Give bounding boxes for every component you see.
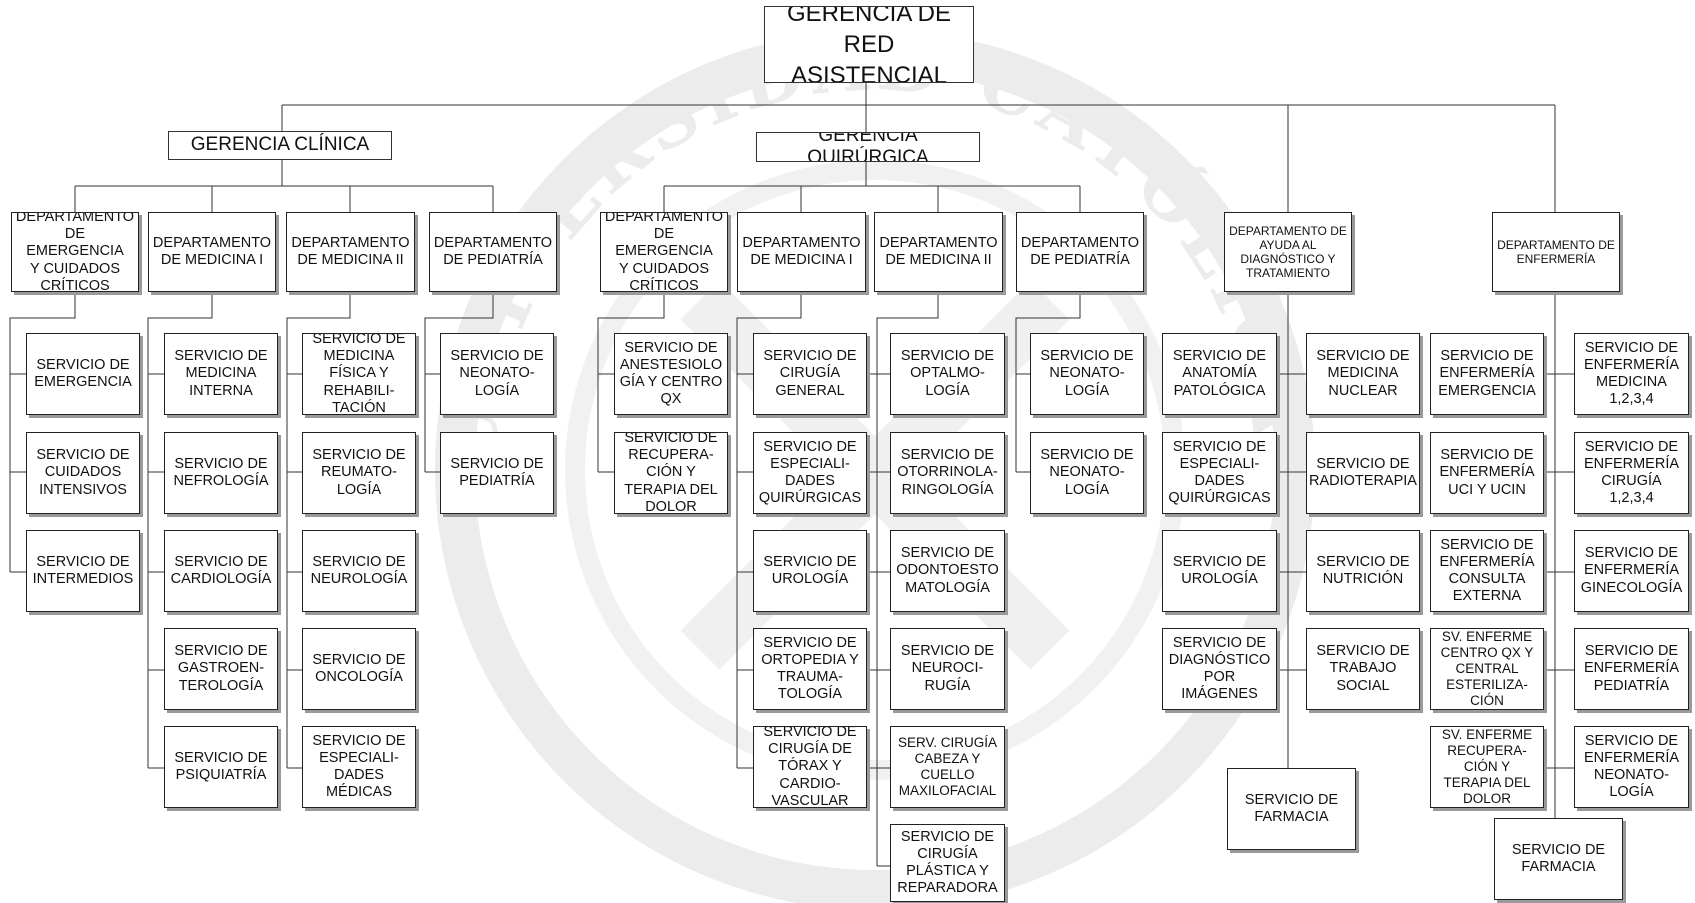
quirurgica-service-ortopedia: SERVICIO DE ORTOPEDIA Y TRAUMA- TOLOGÍA <box>753 628 867 710</box>
gerencia-red-asistencial: GERENCIA DE RED ASISTENCIAL <box>764 6 974 83</box>
enfermeria-service-medicina: SERVICIO DE ENFERMERÍA MEDICINA 1,2,3,4 <box>1574 333 1689 415</box>
enfermeria-service-ginecologia: SERVICIO DE ENFERMERÍA GINECOLOGÍA <box>1574 530 1689 612</box>
enfermeria-service-farmacia: SERVICIO DE FARMACIA <box>1494 818 1623 900</box>
ayuda-service-trabajo-social: SERVICIO DE TRABAJO SOCIAL <box>1306 628 1420 710</box>
clinica-service-oncologia: SERVICIO DE ONCOLOGÍA <box>302 628 416 710</box>
enfermeria-service-centro-qx: SV. ENFERME CENTRO QX Y CENTRAL ESTERILI… <box>1430 628 1544 710</box>
quirurgica-service-optalmologia: SERVICIO DE OPTALMO- LOGÍA <box>890 333 1005 415</box>
clinica-dept-pediatria: DEPARTAMENTO DE PEDIATRÍA <box>429 212 557 292</box>
ayuda-service-diagnostico-imagenes: SERVICIO DE DIAGNÓSTICO POR IMÁGENES <box>1162 628 1277 710</box>
clinica-service-neurologia: SERVICIO DE NEUROLOGÍA <box>302 530 416 612</box>
quirurgica-service-especialidades-quirurgicas: SERVICIO DE ESPECIALI- DADES QUIRÚRGICAS <box>753 432 867 514</box>
enfermeria-service-uci-ucin: SERVICIO DE ENFERMERÍA UCI Y UCIN <box>1430 432 1544 514</box>
clinica-dept-emergencia: DEPARTAMENTO DE EMERGENCIA Y CUIDADOS CR… <box>11 212 139 292</box>
dept-ayuda-diagnostico: DEPARTAMENTO DE AYUDA AL DIAGNÓSTICO Y T… <box>1224 212 1352 292</box>
ayuda-service-anatomia-patologica: SERVICIO DE ANATOMÍA PATOLÓGICA <box>1162 333 1277 415</box>
clinica-service-medicina-fisica: SERVICIO DE MEDICINA FÍSICA Y REHABILI- … <box>302 333 416 415</box>
dept-enfermeria: DEPARTAMENTO DE ENFERMERÍA <box>1492 212 1620 292</box>
enfermeria-service-cirugia: SERVICIO DE ENFERMERÍA CIRUGÍA 1,2,3,4 <box>1574 432 1689 514</box>
quirurgica-service-cirugia-cabeza-cuello: SERV. CIRUGÍA CABEZA Y CUELLO MAXILOFACI… <box>890 726 1005 808</box>
quirurgica-dept-pediatria: DEPARTAMENTO DE PEDIATRÍA <box>1016 212 1144 292</box>
quirurgica-service-anestesiologia: SERVICIO DE ANESTESIOLO GÍA Y CENTRO QX <box>614 333 728 415</box>
quirurgica-service-cirugia-general: SERVICIO DE CIRUGÍA GENERAL <box>753 333 867 415</box>
quirurgica-service-odontoestomatologia: SERVICIO DE ODONTOESTO MATOLOGÍA <box>890 530 1005 612</box>
enfermeria-service-consulta-externa: SERVICIO DE ENFERMERÍA CONSULTA EXTERNA <box>1430 530 1544 612</box>
quirurgica-dept-medicina-1: DEPARTAMENTO DE MEDICINA I <box>737 212 866 292</box>
clinica-service-psiquiatria: SERVICIO DE PSIQUIATRÍA <box>164 726 278 808</box>
ayuda-service-especialidades-quirurgicas: SERVICIO DE ESPECIALI- DADES QUIRÚRGICAS <box>1162 432 1277 514</box>
quirurgica-dept-medicina-2: DEPARTAMENTO DE MEDICINA II <box>874 212 1003 292</box>
quirurgica-service-cirugia-torax: SERVICIO DE CIRUGÍA DE TÓRAX Y CARDIO- V… <box>753 726 867 808</box>
quirurgica-service-neurocirugia: SERVICIO DE NEUROCI- RUGÍA <box>890 628 1005 710</box>
quirurgica-dept-emergencia: DEPARTAMENTO DE EMERGENCIA Y CUIDADOS CR… <box>600 212 728 292</box>
quirurgica-service-neonatologia-1: SERVICIO DE NEONATO- LOGÍA <box>1030 333 1144 415</box>
ayuda-service-urologia: SERVICIO DE UROLOGÍA <box>1162 530 1277 612</box>
enfermeria-service-neonatologia: SERVICIO DE ENFERMERÍA NEONATO- LOGÍA <box>1574 726 1689 808</box>
ayuda-service-nutricion: SERVICIO DE NUTRICIÓN <box>1306 530 1420 612</box>
ayuda-service-medicina-nuclear: SERVICIO DE MEDICINA NUCLEAR <box>1306 333 1420 415</box>
clinica-service-especialidades-medicas: SERVICIO DE ESPECIALI- DADES MÉDICAS <box>302 726 416 808</box>
clinica-service-intermedios: SERVICIO DE INTERMEDIOS <box>26 530 140 612</box>
clinica-service-reumatologia: SERVICIO DE REUMATO- LOGÍA <box>302 432 416 514</box>
clinica-service-emergencia: SERVICIO DE EMERGENCIA <box>26 333 140 415</box>
clinica-service-pediatria: SERVICIO DE PEDIATRÍA <box>440 432 554 514</box>
quirurgica-service-neonatologia-2: SERVICIO DE NEONATO- LOGÍA <box>1030 432 1144 514</box>
ayuda-service-farmacia: SERVICIO DE FARMACIA <box>1227 768 1356 850</box>
ayuda-service-radioterapia: SERVICIO DE RADIOTERAPIA <box>1306 432 1420 514</box>
enfermeria-service-recuperacion: SV. ENFERME RECUPERA- CIÓN Y TERAPIA DEL… <box>1430 726 1544 808</box>
clinica-dept-medicina-2: DEPARTAMENTO DE MEDICINA II <box>286 212 415 292</box>
clinica-service-cuidados-intensivos: SERVICIO DE CUIDADOS INTENSIVOS <box>26 432 140 514</box>
quirurgica-service-urologia: SERVICIO DE UROLOGÍA <box>753 530 867 612</box>
clinica-service-nefrologia: SERVICIO DE NEFROLOGÍA <box>164 432 278 514</box>
clinica-service-neonatologia: SERVICIO DE NEONATO- LOGÍA <box>440 333 554 415</box>
clinica-service-cardiologia: SERVICIO DE CARDIOLOGÍA <box>164 530 278 612</box>
quirurgica-service-otorrinolaringologia: SERVICIO DE OTORRINOLA- RINGOLOGÍA <box>890 432 1005 514</box>
quirurgica-service-cirugia-plastica: SERVICIO DE CIRUGÍA PLÁSTICA Y REPARADOR… <box>890 824 1005 902</box>
gerencia-clinica: GERENCIA CLÍNICA <box>168 131 392 160</box>
clinica-service-gastroenterologia: SERVICIO DE GASTROEN- TEROLOGÍA <box>164 628 278 710</box>
enfermeria-service-pediatria: SERVICIO DE ENFERMERÍA PEDIATRÍA <box>1574 628 1689 710</box>
enfermeria-service-emergencia: SERVICIO DE ENFERMERÍA EMERGENCIA <box>1430 333 1544 415</box>
clinica-dept-medicina-1: DEPARTAMENTO DE MEDICINA I <box>148 212 276 292</box>
clinica-service-medicina-interna: SERVICIO DE MEDICINA INTERNA <box>164 333 278 415</box>
quirurgica-service-recuperacion: SERVICIO DE RECUPERA- CIÓN Y TERAPIA DEL… <box>614 432 728 514</box>
gerencia-quirurgica: GERENCIA QUIRÚRGICA <box>756 132 980 162</box>
